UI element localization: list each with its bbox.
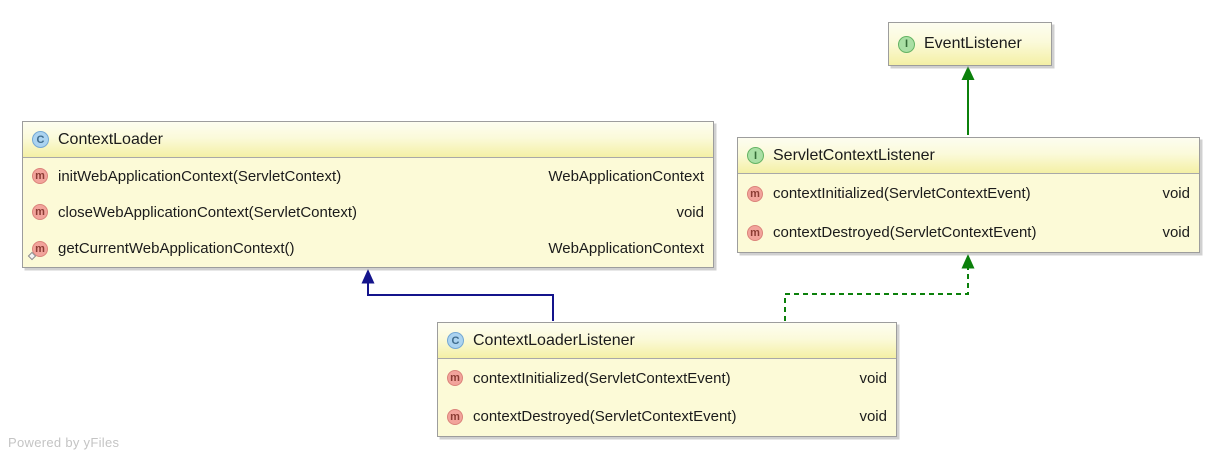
method-signature: initWebApplicationContext(ServletContext… [58, 167, 342, 185]
method-signature: closeWebApplicationContext(ServletContex… [58, 203, 358, 221]
method-signature: contextDestroyed(ServletContextEvent) [773, 224, 1037, 241]
method-signature: getCurrentWebApplicationContext() [58, 240, 295, 258]
edge-extends-contextloader [361, 269, 554, 321]
method-signature: contextDestroyed(ServletContextEvent) [473, 408, 737, 426]
method-return-type: WebApplicationContext [548, 167, 704, 185]
node-contextloader[interactable]: C ContextLoader m initWebApplicationCont… [22, 121, 714, 268]
method-return-type: WebApplicationContext [548, 240, 704, 258]
node-header[interactable]: C ContextLoader [23, 122, 713, 158]
node-title: ServletContextListener [773, 146, 935, 164]
method-return-type: void [859, 408, 887, 426]
method-row[interactable]: m getCurrentWebApplicationContext() WebA… [23, 231, 713, 267]
static-method-icon: m [27, 240, 48, 261]
method-row[interactable]: m initWebApplicationContext(ServletConte… [23, 158, 713, 194]
node-header[interactable]: I ServletContextListener [738, 138, 1199, 174]
method-icon: m [32, 168, 48, 185]
method-row[interactable]: m contextInitialized(ServletContextEvent… [738, 174, 1199, 213]
node-contextloaderlistener[interactable]: C ContextLoaderListener m contextInitial… [437, 322, 897, 437]
method-icon: m [447, 408, 463, 425]
method-row[interactable]: m contextDestroyed(ServletContextEvent) … [738, 213, 1199, 252]
method-return-type: void [1162, 185, 1190, 202]
method-icon: m [32, 204, 48, 221]
method-row[interactable]: m contextDestroyed(ServletContextEvent) … [438, 398, 896, 437]
class-icon: C [32, 131, 49, 148]
node-servletcontextlistener[interactable]: I ServletContextListener m contextInitia… [737, 137, 1200, 253]
method-icon: m [747, 224, 763, 241]
method-return-type: void [1162, 224, 1190, 241]
edge-implements-servletcontextlistener [784, 254, 975, 321]
method-return-type: void [676, 203, 704, 221]
node-title: ContextLoaderListener [473, 331, 635, 349]
node-title: EventListener [924, 35, 1022, 52]
node-title: ContextLoader [58, 130, 163, 148]
edge-extends-eventlistener [961, 66, 975, 135]
node-header[interactable]: I EventListener [889, 23, 1051, 65]
method-icon: m [447, 370, 463, 387]
interface-icon: I [898, 35, 915, 53]
method-row[interactable]: m contextInitialized(ServletContextEvent… [438, 359, 896, 398]
static-marker-icon [27, 251, 37, 261]
method-signature: contextInitialized(ServletContextEvent) [773, 185, 1031, 202]
method-row[interactable]: m closeWebApplicationContext(ServletCont… [23, 194, 713, 230]
method-return-type: void [859, 369, 887, 387]
node-eventlistener[interactable]: I EventListener [888, 22, 1052, 66]
node-header[interactable]: C ContextLoaderListener [438, 323, 896, 359]
class-icon: C [447, 332, 464, 349]
method-icon: m [747, 185, 763, 202]
method-signature: contextInitialized(ServletContextEvent) [473, 369, 731, 387]
yfiles-watermark: Powered by yFiles [8, 435, 120, 450]
interface-icon: I [747, 147, 764, 164]
